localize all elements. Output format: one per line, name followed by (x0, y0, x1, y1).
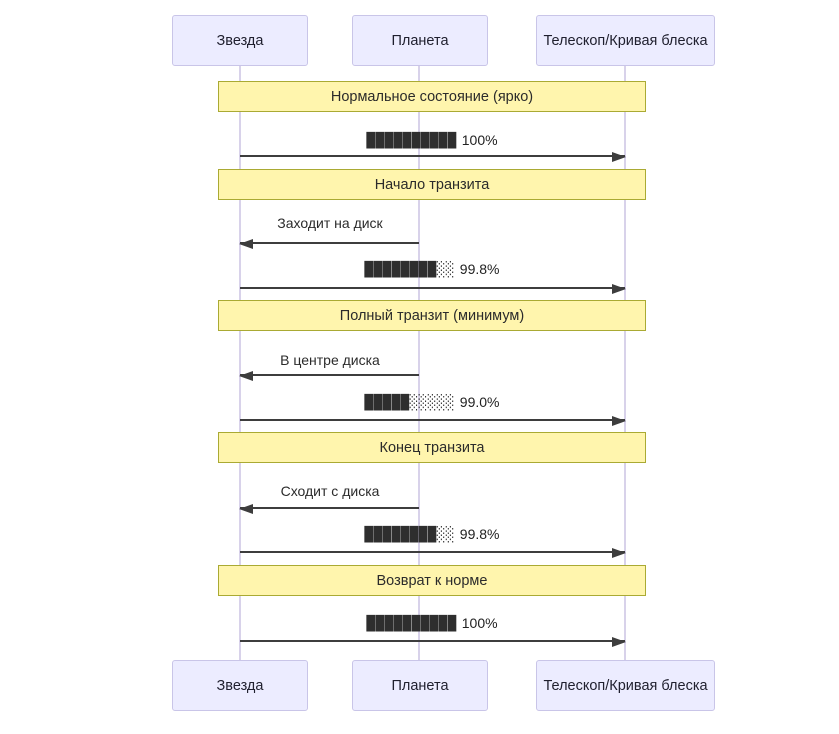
actor-label: Телескоп/Кривая блеска (543, 677, 708, 694)
brightness-value: 100% (461, 615, 498, 631)
actor-planet-bottom: Планета (352, 660, 488, 711)
note-full-transit: Полный транзит (минимум) (218, 300, 646, 331)
brightness-bar: ██████████ (366, 616, 457, 632)
message-label-brightness-99-8: ████████░░99.8% (365, 260, 500, 279)
message-arrow-right (240, 284, 626, 294)
arrowhead-left-icon (239, 504, 253, 514)
note-label: Возврат к норме (376, 572, 488, 589)
message-label-brightness-99-8b: ████████░░99.8% (365, 525, 500, 544)
lifeline-star (239, 66, 241, 660)
actor-label: Звезда (216, 32, 264, 49)
brightness-bar: ████████░░ (364, 262, 455, 278)
arrowhead-left-icon (239, 239, 253, 249)
message-arrow-right (240, 152, 626, 162)
note-label: Начало транзита (374, 176, 490, 193)
note-normal-state: Нормальное состояние (ярко) (218, 81, 646, 112)
message-label-center-disk: В центре диска (280, 351, 380, 369)
actor-label: Телескоп/Кривая блеска (543, 32, 708, 49)
note-label: Конец транзита (379, 439, 485, 456)
message-arrow-left (239, 239, 419, 249)
note-label: Полный транзит (минимум) (339, 307, 525, 324)
brightness-bar: █████░░░░░ (364, 395, 455, 411)
actor-star-top: Звезда (172, 15, 308, 66)
actor-star-bottom: Звезда (172, 660, 308, 711)
brightness-bar: ██████████ (366, 133, 457, 149)
note-return-to-normal: Возврат к норме (218, 565, 646, 596)
message-label-brightness-100: ██████████100% (366, 131, 497, 150)
actor-telescope-bottom: Телескоп/Кривая блеска (536, 660, 715, 711)
message-label-brightness-99-0: █████░░░░░99.0% (365, 393, 500, 412)
message-label-leaves-disk: Сходит с диска (281, 482, 380, 500)
note-transit-start: Начало транзита (218, 169, 646, 200)
arrowhead-right-icon (612, 152, 626, 162)
message-text: Сходит с диска (280, 483, 380, 499)
note-transit-end: Конец транзита (218, 432, 646, 463)
arrowhead-right-icon (612, 637, 626, 647)
message-text: Заходит на диск (277, 215, 383, 231)
actor-telescope-top: Телескоп/Кривая блеска (536, 15, 715, 66)
actor-label: Планета (391, 677, 449, 694)
arrowhead-right-icon (612, 548, 626, 558)
message-arrow-right (240, 548, 626, 558)
brightness-value: 99.8% (459, 261, 500, 277)
message-arrow-right (240, 637, 626, 647)
actor-label: Планета (391, 32, 449, 49)
brightness-value: 100% (461, 132, 498, 148)
brightness-value: 99.0% (459, 394, 500, 410)
arrowhead-left-icon (239, 371, 253, 381)
message-label-enters-disk: Заходит на диск (277, 214, 382, 232)
message-arrow-left (239, 504, 419, 514)
lifeline-telescope (624, 66, 626, 660)
actor-planet-top: Планета (352, 15, 488, 66)
actor-label: Звезда (216, 677, 264, 694)
arrowhead-right-icon (612, 416, 626, 426)
arrowhead-right-icon (612, 284, 626, 294)
note-label: Нормальное состояние (ярко) (330, 88, 534, 105)
message-arrow-left (239, 371, 419, 381)
brightness-bar: ████████░░ (364, 527, 455, 543)
message-arrow-right (240, 416, 626, 426)
message-label-brightness-100b: ██████████100% (366, 614, 497, 633)
lifeline-planet (418, 66, 420, 660)
message-text: В центре диска (280, 352, 380, 368)
brightness-value: 99.8% (459, 526, 500, 542)
